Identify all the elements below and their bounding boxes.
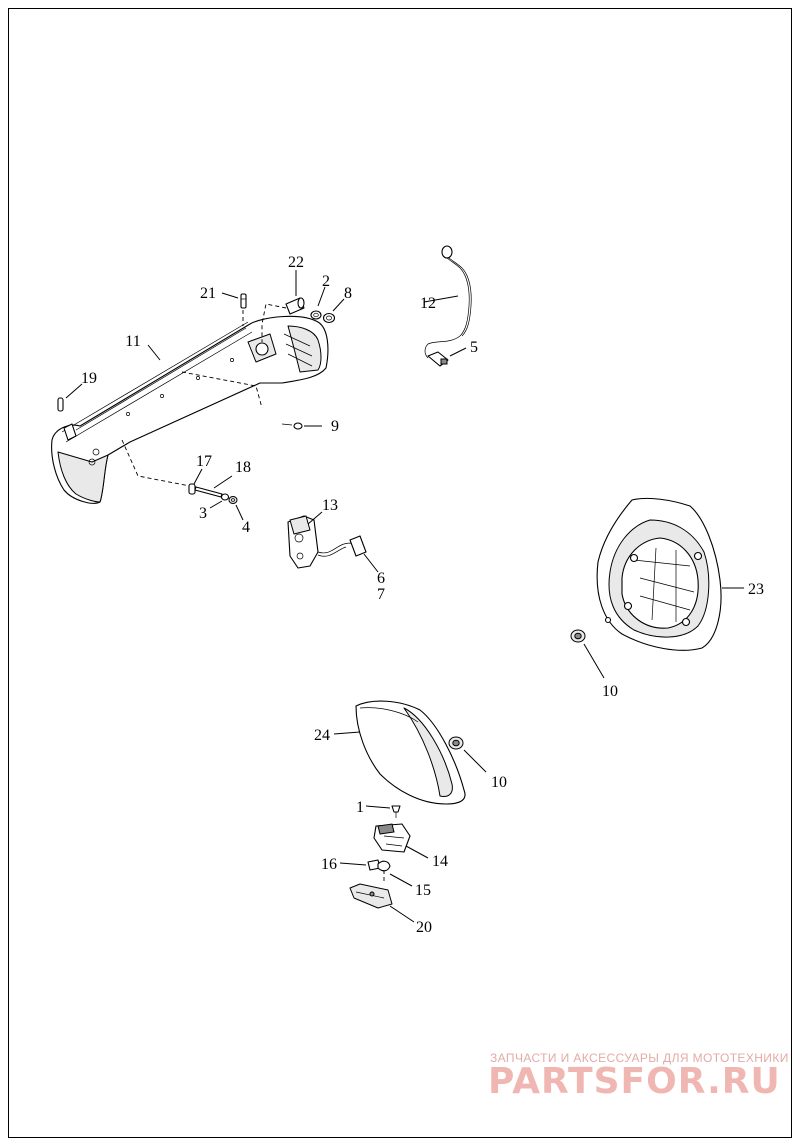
part-9-screw: [281, 422, 303, 430]
callout-22: 22: [288, 254, 304, 271]
callout-11: 11: [125, 333, 140, 350]
part-5-connector: [427, 351, 449, 367]
callout-5: 5: [470, 339, 478, 356]
part-18-rod: [194, 486, 223, 498]
part-22-socket: [261, 297, 305, 342]
callout-24: 24: [314, 727, 330, 744]
callout-16: 16: [321, 856, 337, 873]
part-4-nut: [228, 496, 238, 504]
callout-1: 1: [356, 799, 364, 816]
callout-20: 20: [416, 919, 432, 936]
assembly-line-17: [121, 439, 191, 487]
callout-23: 23: [748, 581, 764, 598]
part-10-grommet-a: [570, 629, 586, 643]
part-8-grommet: [322, 312, 336, 324]
part-24-lens: [355, 700, 466, 805]
callout-15: 15: [415, 882, 431, 899]
part-14-bracket: [373, 823, 411, 853]
part-15-gasket: [377, 860, 391, 884]
callout-6: 6: [377, 570, 385, 587]
part-20-lamp-lens: [349, 883, 393, 909]
callout-8: 8: [344, 285, 352, 302]
callout-7: 7: [377, 586, 385, 603]
part-10-grommet-b: [448, 736, 464, 750]
watermark-logo: PARTSFOR.RU: [488, 1061, 781, 1102]
watermark-tagline: ЗАПЧАСТИ И АКСЕССУАРЫ ДЛЯ МОТОТЕХНИКИ: [490, 1051, 789, 1065]
callout-18: 18: [235, 459, 251, 476]
callout-21: 21: [200, 285, 216, 302]
part-13-module: [287, 515, 367, 569]
callout-9: 9: [331, 418, 339, 435]
callout-3: 3: [199, 505, 207, 522]
part-12-wire-harness: [424, 245, 472, 359]
part-3-washer: [220, 493, 230, 501]
leader-lines: [65, 270, 744, 923]
callout-labels: 22 2 8 21 11 19 12 5 9 17 18 3 4 13 6 7 …: [81, 254, 764, 936]
callout-2: 2: [322, 273, 330, 290]
part-11-mount-bar: [51, 315, 329, 504]
part-1-screw: [391, 805, 401, 818]
callout-14: 14: [432, 853, 448, 870]
callout-10-b: 10: [491, 774, 507, 791]
callout-10-a: 10: [602, 683, 618, 700]
part-23-lamp-base: [596, 497, 722, 651]
callout-19: 19: [81, 370, 97, 387]
page-frame: [8, 8, 792, 1138]
part-21-stud: [240, 293, 247, 326]
callout-4: 4: [242, 519, 250, 536]
callout-17: 17: [196, 453, 212, 470]
callout-12: 12: [420, 295, 436, 312]
part-19-pin: [57, 397, 64, 412]
part-17-pin: [188, 483, 196, 495]
part-2-washer: [310, 310, 322, 320]
callout-13: 13: [322, 497, 338, 514]
